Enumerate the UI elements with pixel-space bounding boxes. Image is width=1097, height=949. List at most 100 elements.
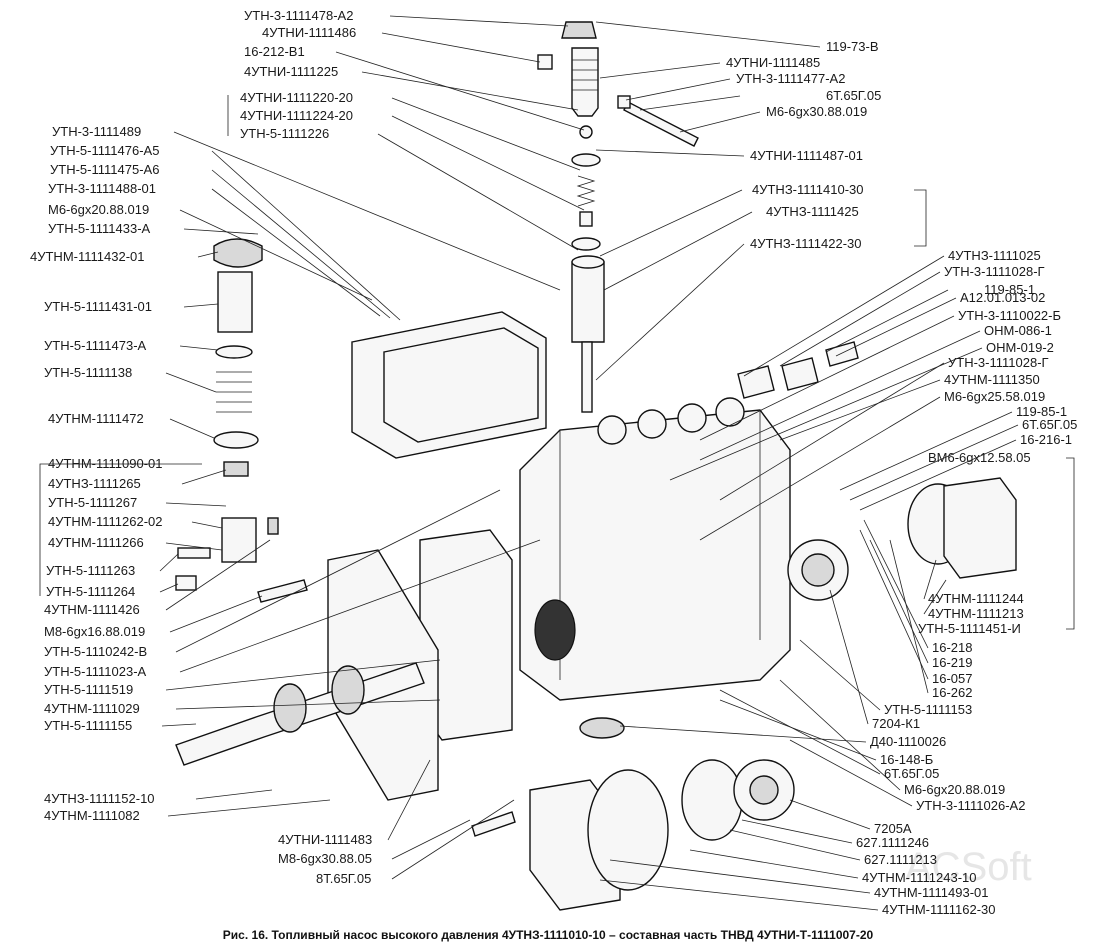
- label-part: 119-73-В: [826, 39, 879, 54]
- label-part: 4УТНИ-1111483: [278, 832, 372, 847]
- label-part: 4УТНМ-1111432-01: [30, 249, 144, 264]
- label-part: 16-216-1: [1020, 432, 1072, 447]
- part-housing-bore: [534, 599, 576, 661]
- part-valve-holder: [571, 47, 599, 117]
- label-part: УТН-3-1111489: [52, 124, 141, 139]
- label-part: 627.1111213: [864, 852, 937, 867]
- figure-caption: Рис. 16. Топливный насос высокого давлен…: [223, 928, 874, 942]
- label-part: 16-219: [932, 655, 972, 670]
- label-part: 8Т.65Г.05: [316, 871, 371, 886]
- label-part: УТН-5-1111433-А: [48, 221, 151, 236]
- leader-lines: [39, 15, 1075, 911]
- part-lower-plate: [213, 431, 259, 449]
- label-part: 16-218: [932, 640, 972, 655]
- label-part: 4УТНМ-1111162-30: [882, 902, 996, 917]
- part-washer-top: [571, 153, 601, 167]
- label-part: УТН-5-1111226: [240, 126, 329, 141]
- part-fitting-a: [737, 365, 775, 399]
- label-part: УТН-5-1111473-А: [44, 338, 147, 353]
- label-part: 4УТНМ-1111213: [928, 606, 1024, 621]
- label-part: 7205А: [874, 821, 912, 836]
- label-part: 6Т.65Г.05: [884, 766, 939, 781]
- label-part: Д40-1110026: [870, 734, 946, 749]
- label-part: УТН-3-1111026-А2: [916, 798, 1025, 813]
- label-part: 4УТНИ-1111486: [262, 25, 356, 40]
- part-plug: [579, 717, 625, 739]
- label-part: 4УТНЗ-1111410-30: [752, 182, 864, 197]
- label-part: 4УТНМ-1111262-02: [48, 514, 162, 529]
- part-screw-m6: [623, 101, 699, 147]
- part-pusher: [221, 517, 257, 563]
- label-part: 627.1111246: [856, 835, 929, 850]
- part-banjo-bolt: [825, 341, 859, 367]
- part-gear-ring: [213, 238, 263, 268]
- label-part: М6-6gх30.88.019: [766, 104, 867, 119]
- label-part: 4УТНМ-1111472: [48, 411, 144, 426]
- label-part: УТН-5-1111475-А6: [50, 162, 159, 177]
- part-seat: [571, 237, 601, 251]
- label-part: УТН-5-1111267: [48, 495, 137, 510]
- label-part: 4УТНМ-1111266: [48, 535, 144, 550]
- label-part: М8-6gх16.88.019: [44, 624, 145, 639]
- part-seal-bottom: [681, 759, 743, 841]
- label-part: УТН-5-1111023-А: [44, 664, 147, 679]
- part-cap: [561, 21, 597, 39]
- part-labels: УТН-3-1111478-А2 4УТНИ-1111486 16-212-В1…: [30, 8, 1077, 917]
- label-part: 4УТНМ-1111244: [928, 591, 1024, 606]
- label-part: УТН-3-1111478-А2: [244, 8, 353, 23]
- label-part: 4УТНИ-1111225: [244, 64, 338, 79]
- part-bearing-cover: [943, 477, 1017, 579]
- label-part: 4УТНИ-1111485: [726, 55, 820, 70]
- label-part: 7204-К1: [872, 716, 920, 731]
- part-roller: [175, 575, 197, 591]
- label-part: УТН-5-1110242-В: [44, 644, 147, 659]
- label-part: УТН-5-1111138: [44, 365, 132, 380]
- label-part: 4УТНМ-1111350: [944, 372, 1040, 387]
- label-part: 6Т.65Г.05: [826, 88, 881, 103]
- label-part: 119-85-1: [984, 282, 1035, 297]
- part-rotating-sleeve: [217, 271, 253, 333]
- label-part: А12.01.013-02: [960, 290, 1045, 305]
- part-nut: [223, 461, 249, 477]
- label-part: ВМ6-6gх12.58.05: [928, 450, 1031, 465]
- label-part: М6-6gх20.88.019: [904, 782, 1005, 797]
- label-part: 4УТНЗ-1111152-10: [44, 791, 155, 806]
- label-part: М6-6gх20.88.019: [48, 202, 149, 217]
- label-part: 4УТНЗ-1111422-30: [750, 236, 862, 251]
- label-part: М6-6gх25.58.019: [944, 389, 1045, 404]
- label-part: УТН-5-1111519: [44, 682, 133, 697]
- label-part: 4УТНИ-1111224-20: [240, 108, 353, 123]
- part-roller-axle: [177, 547, 211, 559]
- label-part: 16-262: [932, 685, 972, 700]
- label-part: УТН-5-1111153: [884, 702, 972, 717]
- label-part: УТН-3-1110022-Б: [958, 308, 1061, 323]
- label-part: УТН-3-1111488-01: [48, 181, 156, 196]
- label-part: 4УТНМ-1111029: [44, 701, 140, 716]
- label-part: 16-148-Б: [880, 752, 933, 767]
- label-part: 119-85-1: [1016, 404, 1067, 419]
- label-part: 4УТНЗ-1111025: [948, 248, 1041, 263]
- label-part: УТН-5-1111476-А5: [50, 143, 159, 158]
- label-part: 4УТНМ-1111493-01: [874, 885, 988, 900]
- label-part: 16-212-В1: [244, 44, 305, 59]
- part-pump-housing: [519, 409, 791, 701]
- label-part: 4УТНИ-1111220-20: [240, 90, 353, 105]
- label-part: УТН-3-1111028-Г: [944, 264, 1045, 279]
- part-bolt-bottom: [471, 811, 516, 837]
- label-part: УТН-5-1111431-01: [44, 299, 152, 314]
- label-part: УТН-5-1111451-И: [918, 621, 1021, 636]
- part-bolt-m8: [257, 579, 308, 603]
- label-part: 4УТНМ-1111243-10: [862, 870, 976, 885]
- part-valve-ball: [579, 125, 593, 139]
- label-part: ОНМ-019-2: [986, 340, 1054, 355]
- label-part: УТН-5-1111263: [46, 563, 135, 578]
- label-part: 4УТНМ-1111426: [44, 602, 140, 617]
- part-spring-top: [576, 175, 596, 207]
- part-plunger-barrel: [571, 261, 605, 343]
- label-part: 4УТНМ-1111082: [44, 808, 140, 823]
- label-part: 4УТНЗ-1111425: [766, 204, 859, 219]
- part-plunger: [581, 341, 593, 413]
- label-part: М8-6gх30.88.05: [278, 851, 372, 866]
- label-part: 4УТНМ-1111090-01: [48, 456, 162, 471]
